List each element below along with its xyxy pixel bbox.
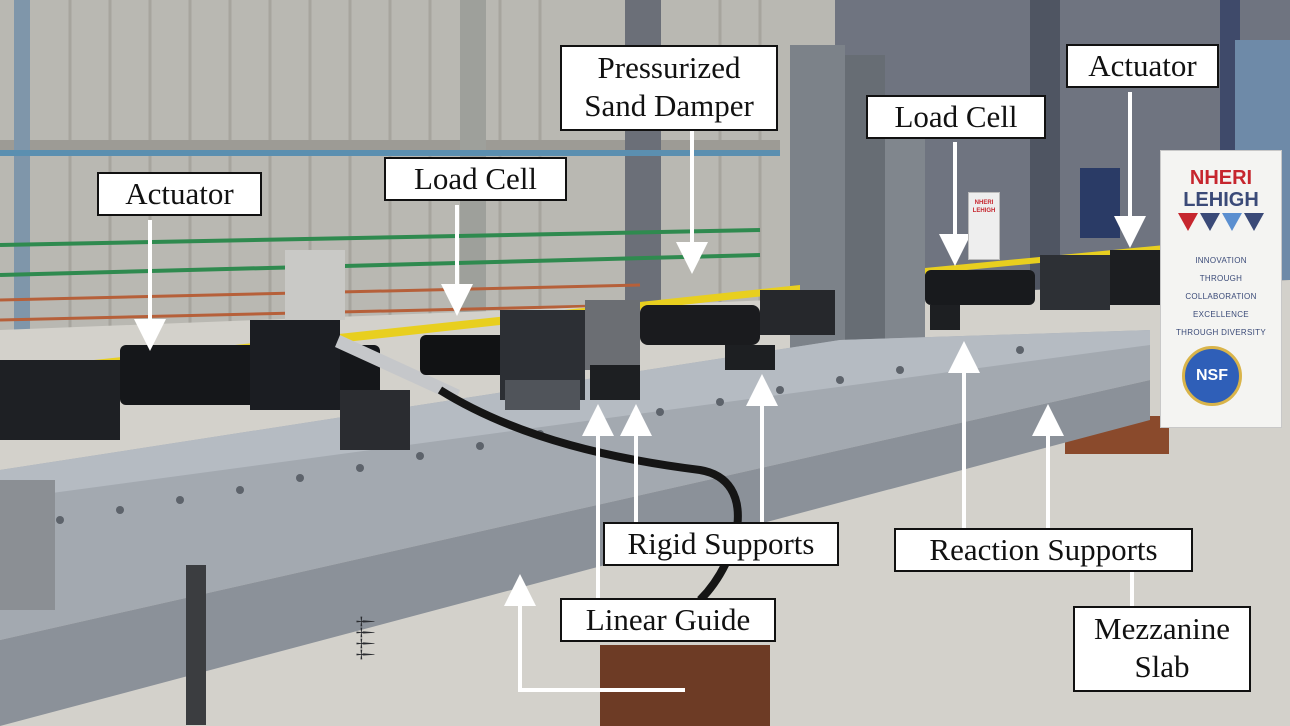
- label-rigid-supports: Rigid Supports: [603, 522, 839, 566]
- label-mezzanine-line1: Mezzanine: [1094, 611, 1230, 646]
- label-linear-guide: Linear Guide: [560, 598, 776, 642]
- label-actuator-left: Actuator: [97, 172, 262, 216]
- label-load-cell-left: Load Cell: [384, 157, 567, 201]
- banner-tagline-4: EXCELLENCE: [1193, 310, 1249, 319]
- svg-text:††††: ††††: [352, 616, 377, 660]
- label-sand-damper-line1: Pressurized: [597, 50, 741, 85]
- banner-title-line1: NHERI: [1189, 167, 1253, 189]
- label-reaction-supports: Reaction Supports: [894, 528, 1193, 572]
- label-actuator-right: Actuator: [1066, 44, 1219, 88]
- label-mezzanine-line2: Slab: [1134, 649, 1190, 684]
- label-load-cell-right: Load Cell: [866, 95, 1046, 139]
- nsf-logo: NSF: [1182, 346, 1242, 406]
- banner-tagline-1: INNOVATION: [1195, 256, 1247, 265]
- small-nheri-sign: NHERI LEHIGH: [968, 192, 1000, 260]
- label-pressurized-sand-damper: Pressurized Sand Damper: [560, 45, 778, 131]
- lehigh-logo-icon: [1178, 213, 1264, 231]
- label-sand-damper-line2: Sand Damper: [584, 88, 754, 123]
- banner-tagline-2: THROUGH: [1199, 274, 1243, 283]
- banner-tagline-3: COLLABORATION: [1185, 292, 1257, 301]
- banner-tagline-5: THROUGH DIVERSITY: [1176, 328, 1266, 337]
- banner-title-line2: LEHIGH: [1183, 189, 1259, 211]
- small-sign-line2: LEHIGH: [972, 208, 996, 214]
- label-mezzanine-slab: Mezzanine Slab: [1073, 606, 1251, 692]
- small-sign-line1: NHERI: [974, 200, 994, 206]
